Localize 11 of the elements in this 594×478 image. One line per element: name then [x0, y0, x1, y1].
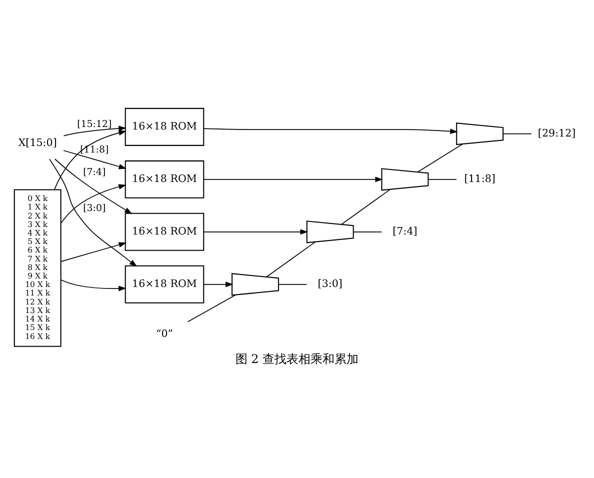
caption: 图 2 查找表相乘和累加	[235, 352, 359, 366]
node-text: [7:4]	[392, 226, 418, 238]
edge-label: [15:12]	[77, 118, 112, 130]
node-text: X[15:0]	[18, 136, 57, 149]
node-text: [3:0]	[318, 278, 342, 290]
node-text: [11:8]	[464, 173, 496, 186]
edge-label: [3:0]	[83, 203, 106, 214]
node-text: [29:12]	[538, 127, 576, 140]
edge-label: [11:8]	[80, 144, 109, 156]
edge-label: [7:4]	[83, 166, 106, 178]
node-text: “0”	[156, 328, 174, 340]
